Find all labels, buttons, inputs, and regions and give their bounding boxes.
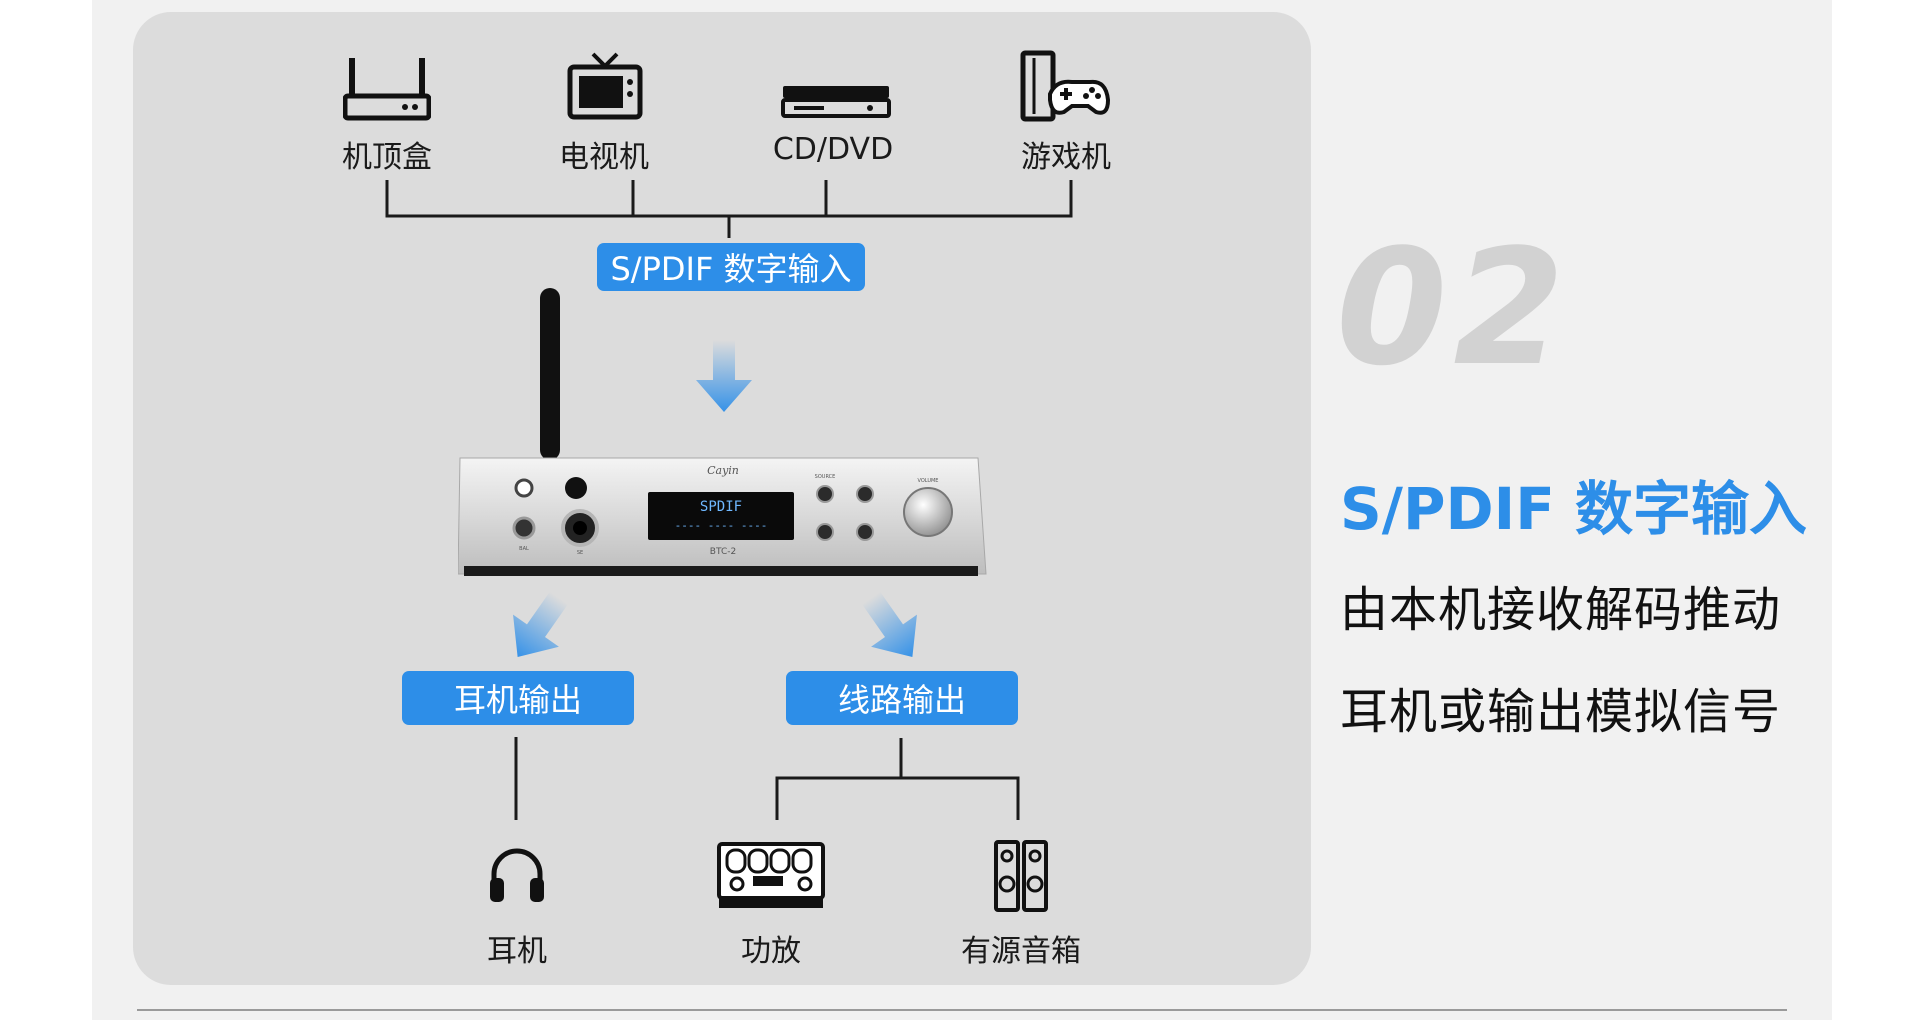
headphones-icon — [490, 848, 544, 902]
target-label-headphones: 耳机 — [487, 934, 547, 969]
section-desc-line1: 由本机接收解码推动 — [1340, 582, 1782, 638]
device-display-line1: SPDIF — [699, 499, 743, 515]
spdif-input-pill: S/PDIF 数字输入 — [597, 243, 865, 291]
set-top-box-icon — [343, 58, 431, 121]
source-label-stb: 机顶盒 — [342, 140, 432, 175]
section-headline: S/PDIF 数字输入 — [1340, 475, 1808, 543]
device-volume-label: VOLUME — [917, 478, 939, 484]
arrow-right-down-icon — [862, 591, 917, 657]
device-display-line2: ---- ---- ---- — [674, 519, 768, 532]
game-console-icon — [1020, 50, 1110, 122]
headphone-output-pill: 耳机输出 — [402, 671, 634, 725]
source-label-game: 游戏机 — [1021, 140, 1111, 175]
source-label-cd-dvd: CD/DVD — [772, 132, 894, 167]
device-bal-label: BAL — [519, 546, 529, 552]
device-source-label: SOURCE — [814, 474, 836, 480]
device-brand: Cayin — [707, 464, 739, 477]
cd-dvd-player-icon — [781, 86, 891, 118]
device-model: BTC-2 — [709, 547, 737, 557]
amplifier-icon — [717, 842, 825, 908]
device-se-label: SE — [576, 550, 584, 556]
btc2-device: SPDIF ---- ---- ---- Cayin BTC-2 SOURCE … — [457, 288, 988, 588]
bottom-divider — [137, 1009, 1787, 1011]
arrow-down-icon — [696, 340, 752, 412]
section-number: 02 — [1336, 214, 1571, 401]
line-output-pill: 线路输出 — [786, 671, 1018, 725]
target-label-speakers: 有源音箱 — [961, 934, 1081, 969]
tv-icon — [567, 52, 643, 120]
arrow-left-down-icon — [513, 591, 568, 657]
source-label-tv: 电视机 — [559, 140, 649, 175]
target-label-amplifier: 功放 — [741, 934, 801, 969]
section-desc-line2: 耳机或输出模拟信号 — [1340, 684, 1782, 740]
speakers-icon — [994, 840, 1048, 912]
